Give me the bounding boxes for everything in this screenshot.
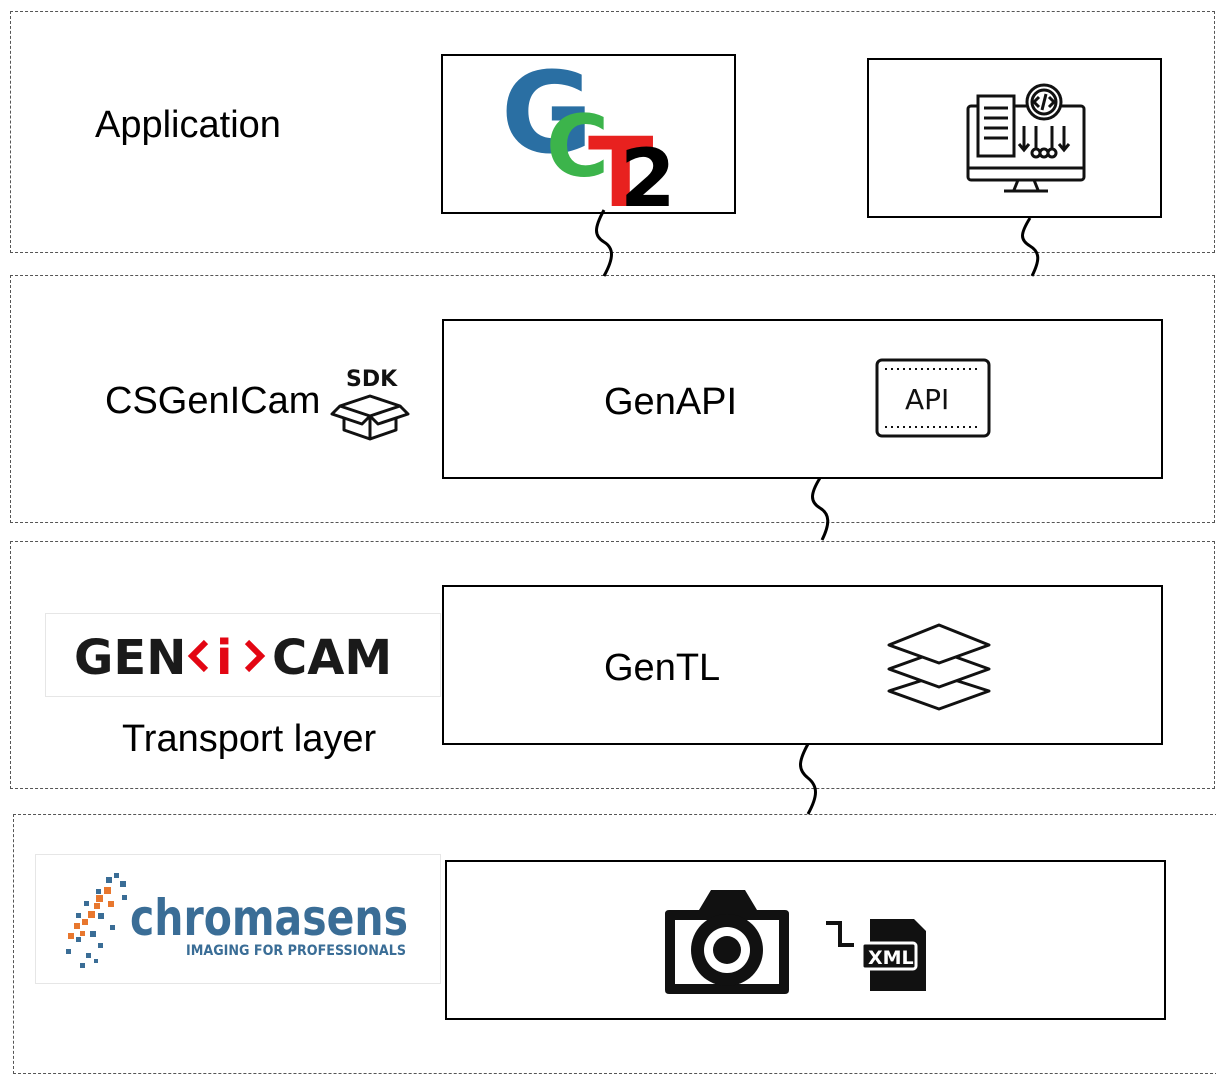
genicam-logo-i: i — [216, 630, 232, 686]
gct2-logo-t: T — [588, 117, 653, 211]
genicam-logo: GEN i CAM — [45, 613, 441, 697]
gct2-logo-2: 2 — [620, 132, 676, 211]
chromasens-logo: chromasens IMAGING FOR PROFESSIONALS — [35, 854, 441, 984]
sdk-box-icon: SDK — [330, 367, 410, 441]
camera-box: XML — [445, 860, 1166, 1020]
csgenicam-label: CSGenICam — [105, 380, 321, 422]
chromasens-tagline: IMAGING FOR PROFESSIONALS — [186, 943, 406, 959]
xml-file-icon: XML — [826, 919, 926, 991]
genapi-label: GenAPI — [604, 381, 738, 423]
connector-squiggle-icon — [1021, 217, 1040, 277]
gct2-logo: G C T 2 — [501, 56, 676, 211]
api-badge-icon: API — [875, 358, 991, 438]
chromasens-name: chromasens — [130, 889, 408, 947]
connector-squiggle-icon — [595, 209, 613, 277]
xml-file-label: XML — [868, 947, 914, 969]
software-development-monitor-icon — [966, 83, 1086, 193]
application-label: Application — [95, 104, 281, 146]
transport-layer-label: Transport layer — [122, 718, 377, 760]
connector-squiggle-icon — [811, 477, 830, 541]
sdk-badge-text: SDK — [346, 367, 398, 392]
gentl-box: GenTL — [442, 585, 1163, 745]
api-badge-text: API — [905, 383, 949, 416]
transport-layer — [10, 541, 1215, 789]
gct2-logo-g: G — [501, 56, 593, 179]
gct2-app-box: G C T 2 — [441, 54, 736, 214]
camera-icon — [665, 890, 789, 994]
genicam-logo-gen: GEN — [74, 630, 186, 686]
gct2-logo-c: C — [546, 97, 609, 197]
gentl-label: GenTL — [604, 647, 721, 689]
software-app-box — [867, 58, 1162, 218]
layers-stack-icon — [887, 623, 991, 711]
genapi-box: GenAPI API — [442, 319, 1163, 479]
genicam-logo-cam: CAM — [272, 630, 392, 686]
sdk-layer — [10, 275, 1215, 523]
connector-squiggle-icon — [799, 743, 817, 815]
